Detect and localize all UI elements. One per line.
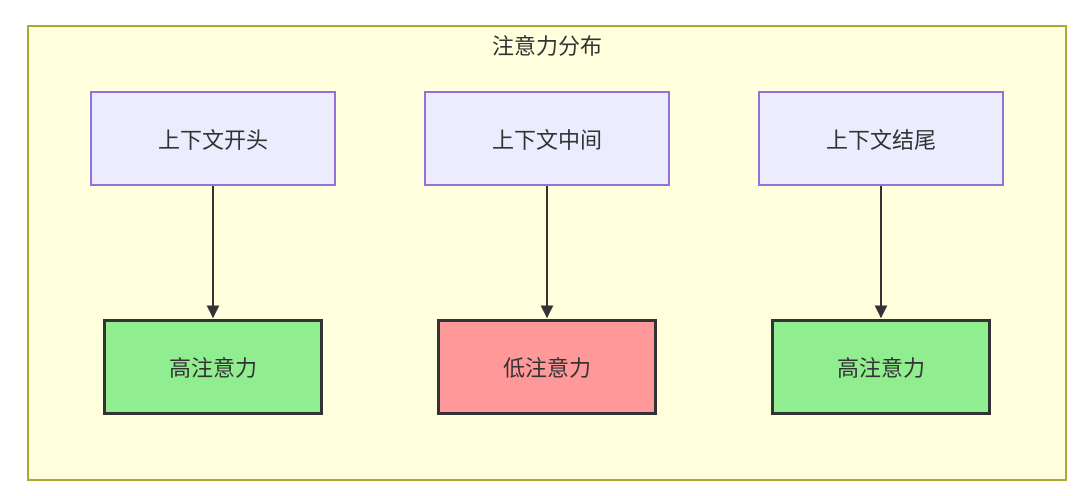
node-attention-low-middle-label: 低注意力	[502, 356, 591, 381]
diagram-frame: 注意力分布 上下文开头 上下文中间 上下文结尾 高注意力 低注意力 高注意力	[27, 25, 1067, 481]
diagram-title: 注意力分布	[491, 34, 602, 59]
node-context-end: 上下文结尾	[758, 91, 1004, 186]
node-attention-high-left: 高注意力	[103, 319, 323, 415]
node-attention-high-right-label: 高注意力	[836, 356, 925, 381]
node-attention-high-left-label: 高注意力	[168, 356, 257, 381]
node-attention-low-middle: 低注意力	[437, 319, 657, 415]
node-context-begin: 上下文开头	[90, 91, 336, 186]
node-context-end-label: 上下文结尾	[825, 127, 936, 153]
node-context-middle: 上下文中间	[424, 91, 670, 186]
node-context-begin-label: 上下文开头	[157, 127, 268, 153]
node-context-middle-label: 上下文中间	[491, 127, 602, 153]
node-attention-high-right: 高注意力	[771, 319, 991, 415]
